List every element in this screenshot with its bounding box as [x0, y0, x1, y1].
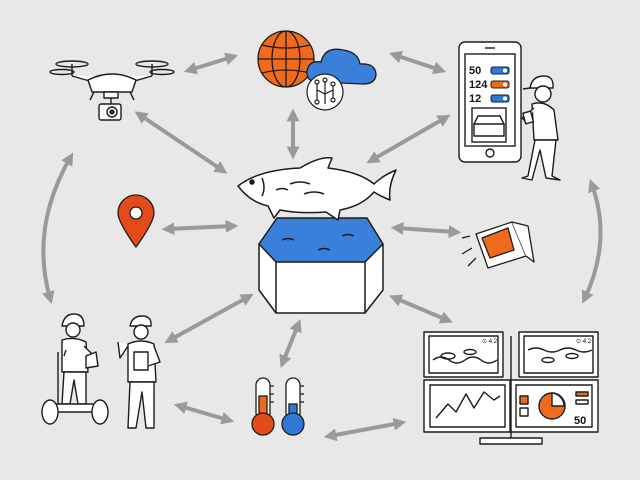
thermometer-icon [251, 377, 305, 436]
drone-icon [49, 60, 175, 121]
phone-readout-value: 12 [469, 93, 481, 105]
arrow-phone-fish [366, 114, 451, 164]
arrow-tank-inspectors [164, 293, 254, 344]
monitor-label-right: ⊙ 4.2 [576, 339, 592, 345]
connection-arrows [41, 50, 603, 442]
phone-readout-row: 124 [469, 79, 510, 91]
salmon [237, 156, 397, 221]
monitor-label-left: ⊙ 4.2 [482, 339, 498, 345]
arrow-phone-monitors [581, 178, 603, 304]
arrow-drone-globe [183, 52, 239, 75]
phone-readouts: 50 124 12 [469, 65, 510, 105]
network-circle-icon [306, 73, 344, 111]
arrow-thermo-monitors [323, 417, 407, 442]
arrow-drone-inspectors [41, 152, 74, 305]
arrow-inspectors-thermo [173, 401, 235, 425]
phone-readout-row: 12 [469, 93, 510, 105]
worker-with-phone-icon [521, 75, 561, 181]
arrow-pin-tank [161, 219, 239, 236]
phone-readout-knob [503, 96, 507, 101]
arrow-drone-fish [134, 111, 228, 174]
phone-readout-value: 124 [469, 79, 488, 91]
arrow-tank-monitors [389, 294, 453, 324]
phone-readout-row: 50 [469, 65, 510, 77]
arrow-globe-phone [388, 50, 447, 75]
globe-cloud-icon [257, 30, 377, 111]
tank-water [258, 217, 384, 263]
camera-icon [461, 221, 535, 269]
inspector-people-icon [41, 313, 161, 429]
fish-tank-icon [237, 156, 397, 314]
phone-readout-knob [503, 82, 507, 87]
map-pin-icon [117, 194, 155, 249]
monitor-icon [423, 331, 599, 445]
arrow-tank-thermo [279, 319, 302, 368]
monitor-gauge-value: 50 [574, 415, 586, 427]
phone-readout-value: 50 [469, 65, 481, 77]
phone-readout-knob [503, 68, 507, 73]
arrow-tank-camera [390, 222, 462, 238]
monitor-line-chart [435, 391, 501, 419]
globe-icon [257, 30, 315, 88]
